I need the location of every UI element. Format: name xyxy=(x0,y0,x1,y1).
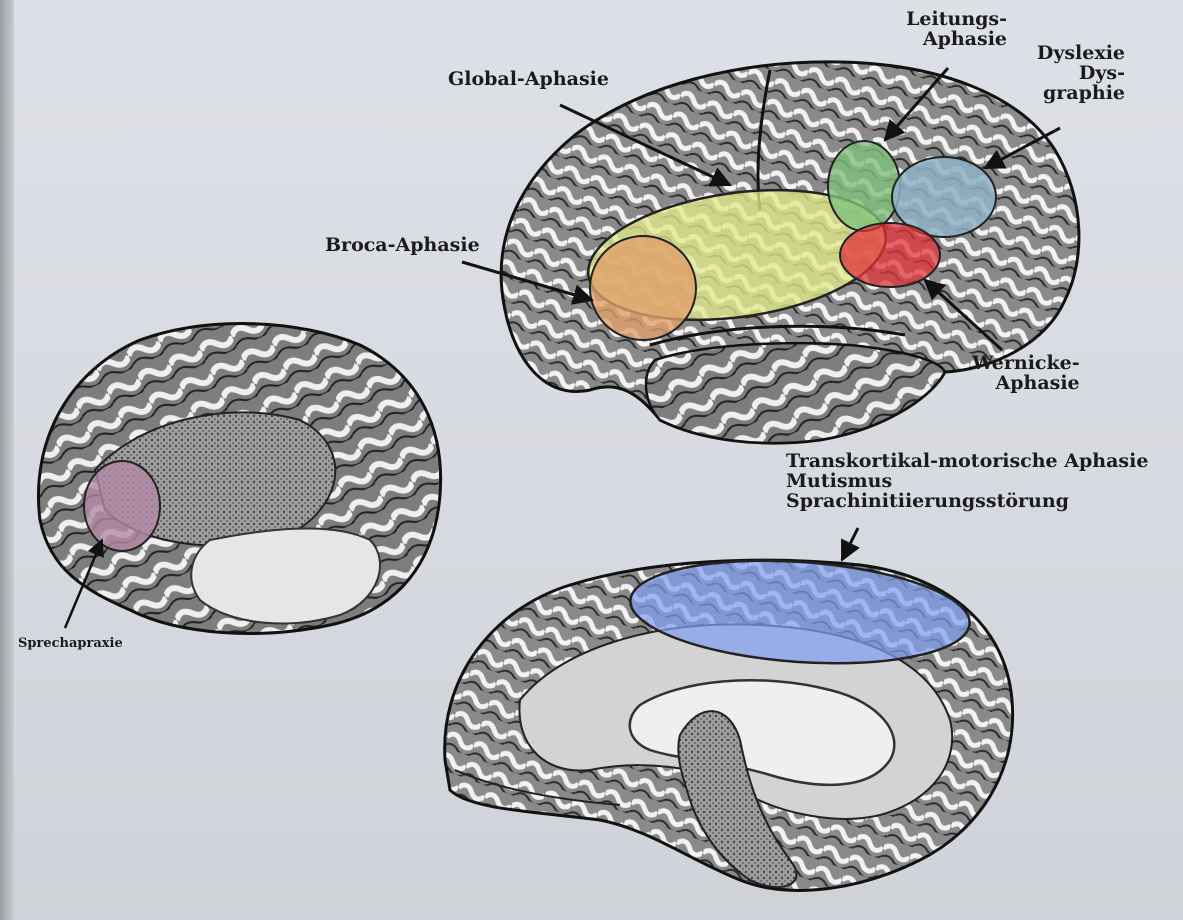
transkortikal-line-2: Mutismus xyxy=(786,472,1148,492)
transkortikal-arrow xyxy=(842,528,858,560)
wernicke-line-2: Aphasie xyxy=(972,374,1080,394)
dyslexie-line-3: graphie xyxy=(1015,84,1125,104)
dyslexie-dysgraphie-label: Dyslexie Dys- graphie xyxy=(1015,44,1125,104)
leitungs-aphasie-label: Leitungs- Aphasie xyxy=(895,10,1007,50)
transkortikal-line-1: Transkortikal-motorische Aphasie xyxy=(786,452,1148,472)
dyslexie-line-1: Dyslexie xyxy=(1015,44,1125,64)
global-aphasie-label: Global-Aphasie xyxy=(448,70,609,90)
sprechapraxie-label: Sprechapraxie xyxy=(18,637,123,651)
dyslexie-line-2: Dys- xyxy=(1015,64,1125,84)
sprechapraxie-region xyxy=(84,461,160,551)
broca-region xyxy=(590,236,696,340)
broca-aphasie-label: Broca-Aphasie xyxy=(325,236,480,256)
leitungs-aphasie-line-2: Aphasie xyxy=(895,30,1007,50)
leitungs-aphasie-line-1: Leitungs- xyxy=(895,10,1007,30)
wernicke-line-1: Wernicke- xyxy=(972,354,1080,374)
transkortikal-label: Transkortikal-motorische Aphasie Mutismu… xyxy=(786,452,1148,512)
transkortikal-line-3: Sprachinitiierungsstörung xyxy=(786,492,1148,512)
leitungs-region xyxy=(828,141,900,231)
wernicke-region xyxy=(840,223,940,287)
wernicke-aphasie-label: Wernicke- Aphasie xyxy=(972,354,1080,394)
